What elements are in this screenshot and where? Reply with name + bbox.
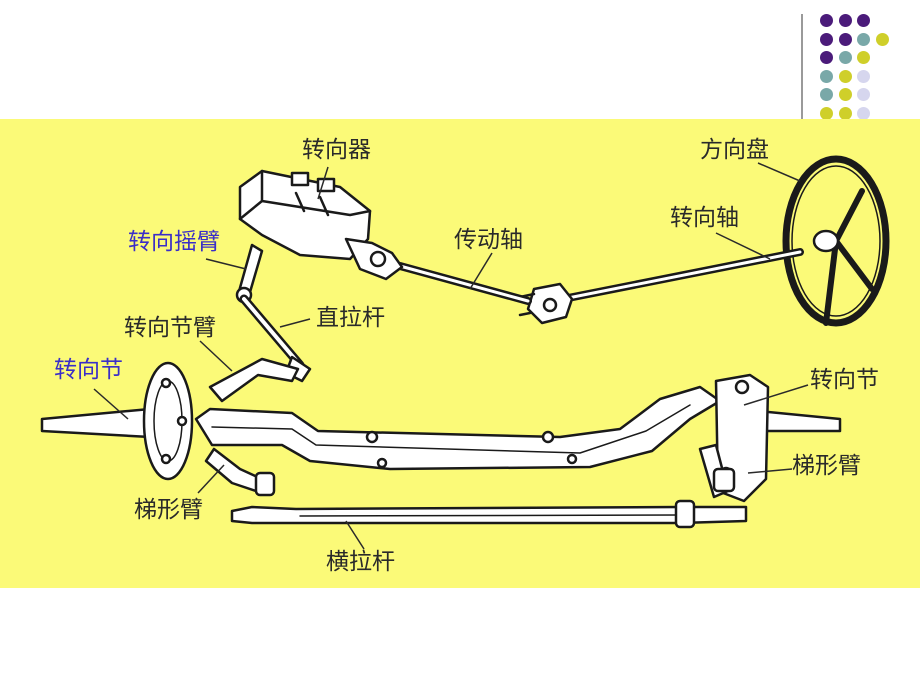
decorative-dot <box>838 14 852 27</box>
label-steering-shaft: 转向轴 <box>670 205 739 231</box>
decorative-dot <box>838 88 852 101</box>
decorative-dot <box>820 51 833 64</box>
leader-drag-link <box>279 318 311 328</box>
universal-joint-shape <box>518 282 574 325</box>
leader-right-trapezoid-arm <box>747 468 793 474</box>
decorative-dot <box>820 106 833 120</box>
tie-rod-shape <box>230 499 748 529</box>
label-tie-rod: 横拉杆 <box>326 549 395 575</box>
leader-steering-wheel <box>757 162 801 182</box>
decorative-dot <box>857 51 870 64</box>
decorative-dot <box>857 14 870 27</box>
decorative-dot <box>820 88 833 101</box>
label-steering-knuckle-right: 转向节 <box>810 367 879 393</box>
label-steering-knuckle-left: 转向节 <box>54 357 123 383</box>
transmission-shaft-shape <box>396 262 532 305</box>
decorative-dot <box>820 32 833 46</box>
decorative-dot <box>838 32 852 46</box>
decorative-dot <box>875 32 889 46</box>
steering-system-drawing <box>40 155 890 550</box>
label-steering-wheel: 方向盘 <box>700 137 769 163</box>
label-steering-gear: 转向器 <box>302 137 371 163</box>
leader-left-trapezoid-arm <box>197 464 225 494</box>
steering-gear-shape <box>238 169 404 281</box>
label-trapezoid-arm-right: 梯形臂 <box>792 453 861 479</box>
front-axle-shape <box>194 385 722 471</box>
decorative-dot <box>838 106 852 120</box>
header-divider-line <box>801 14 803 120</box>
left-spindle-shape <box>40 361 194 481</box>
steering-system-figure: 转向器 方向盘 转向摇臂 传动轴 转向轴 直拉杆 转向节臂 转向节 转向节 梯形… <box>0 119 920 588</box>
leader-left-knuckle <box>93 388 129 420</box>
leader-pitman-arm <box>205 258 247 270</box>
decorative-dot <box>838 69 852 83</box>
knuckle-arm-shape <box>208 357 300 403</box>
steering-wheel-shape <box>782 155 890 327</box>
decorative-dot <box>820 14 833 27</box>
leader-steering-shaft <box>715 232 771 260</box>
leader-transmission-shaft <box>469 252 493 290</box>
leader-knuckle-arm <box>199 340 233 372</box>
decorative-dot <box>857 69 870 83</box>
decorative-dot <box>857 106 870 120</box>
right-trapezoid-arm-shape <box>698 443 736 499</box>
label-transmission-shaft: 传动轴 <box>454 227 523 253</box>
decorative-dot <box>838 51 852 64</box>
pitman-arm-shape <box>235 243 264 304</box>
leader-tie-rod <box>345 520 365 550</box>
leader-steering-gear <box>317 166 329 200</box>
label-trapezoid-arm-left: 梯形臂 <box>134 497 203 523</box>
left-trapezoid-arm-shape <box>204 447 276 497</box>
leader-right-knuckle <box>743 384 809 406</box>
decorative-dot-grid <box>816 12 920 132</box>
decorative-dot <box>857 32 870 46</box>
label-drag-link: 直拉杆 <box>316 305 385 331</box>
decorative-dot <box>857 88 870 101</box>
label-pitman-arm: 转向摇臂 <box>128 229 220 255</box>
steering-shaft-shape <box>559 248 804 303</box>
label-knuckle-arm: 转向节臂 <box>124 315 216 341</box>
decorative-dot <box>820 69 833 83</box>
